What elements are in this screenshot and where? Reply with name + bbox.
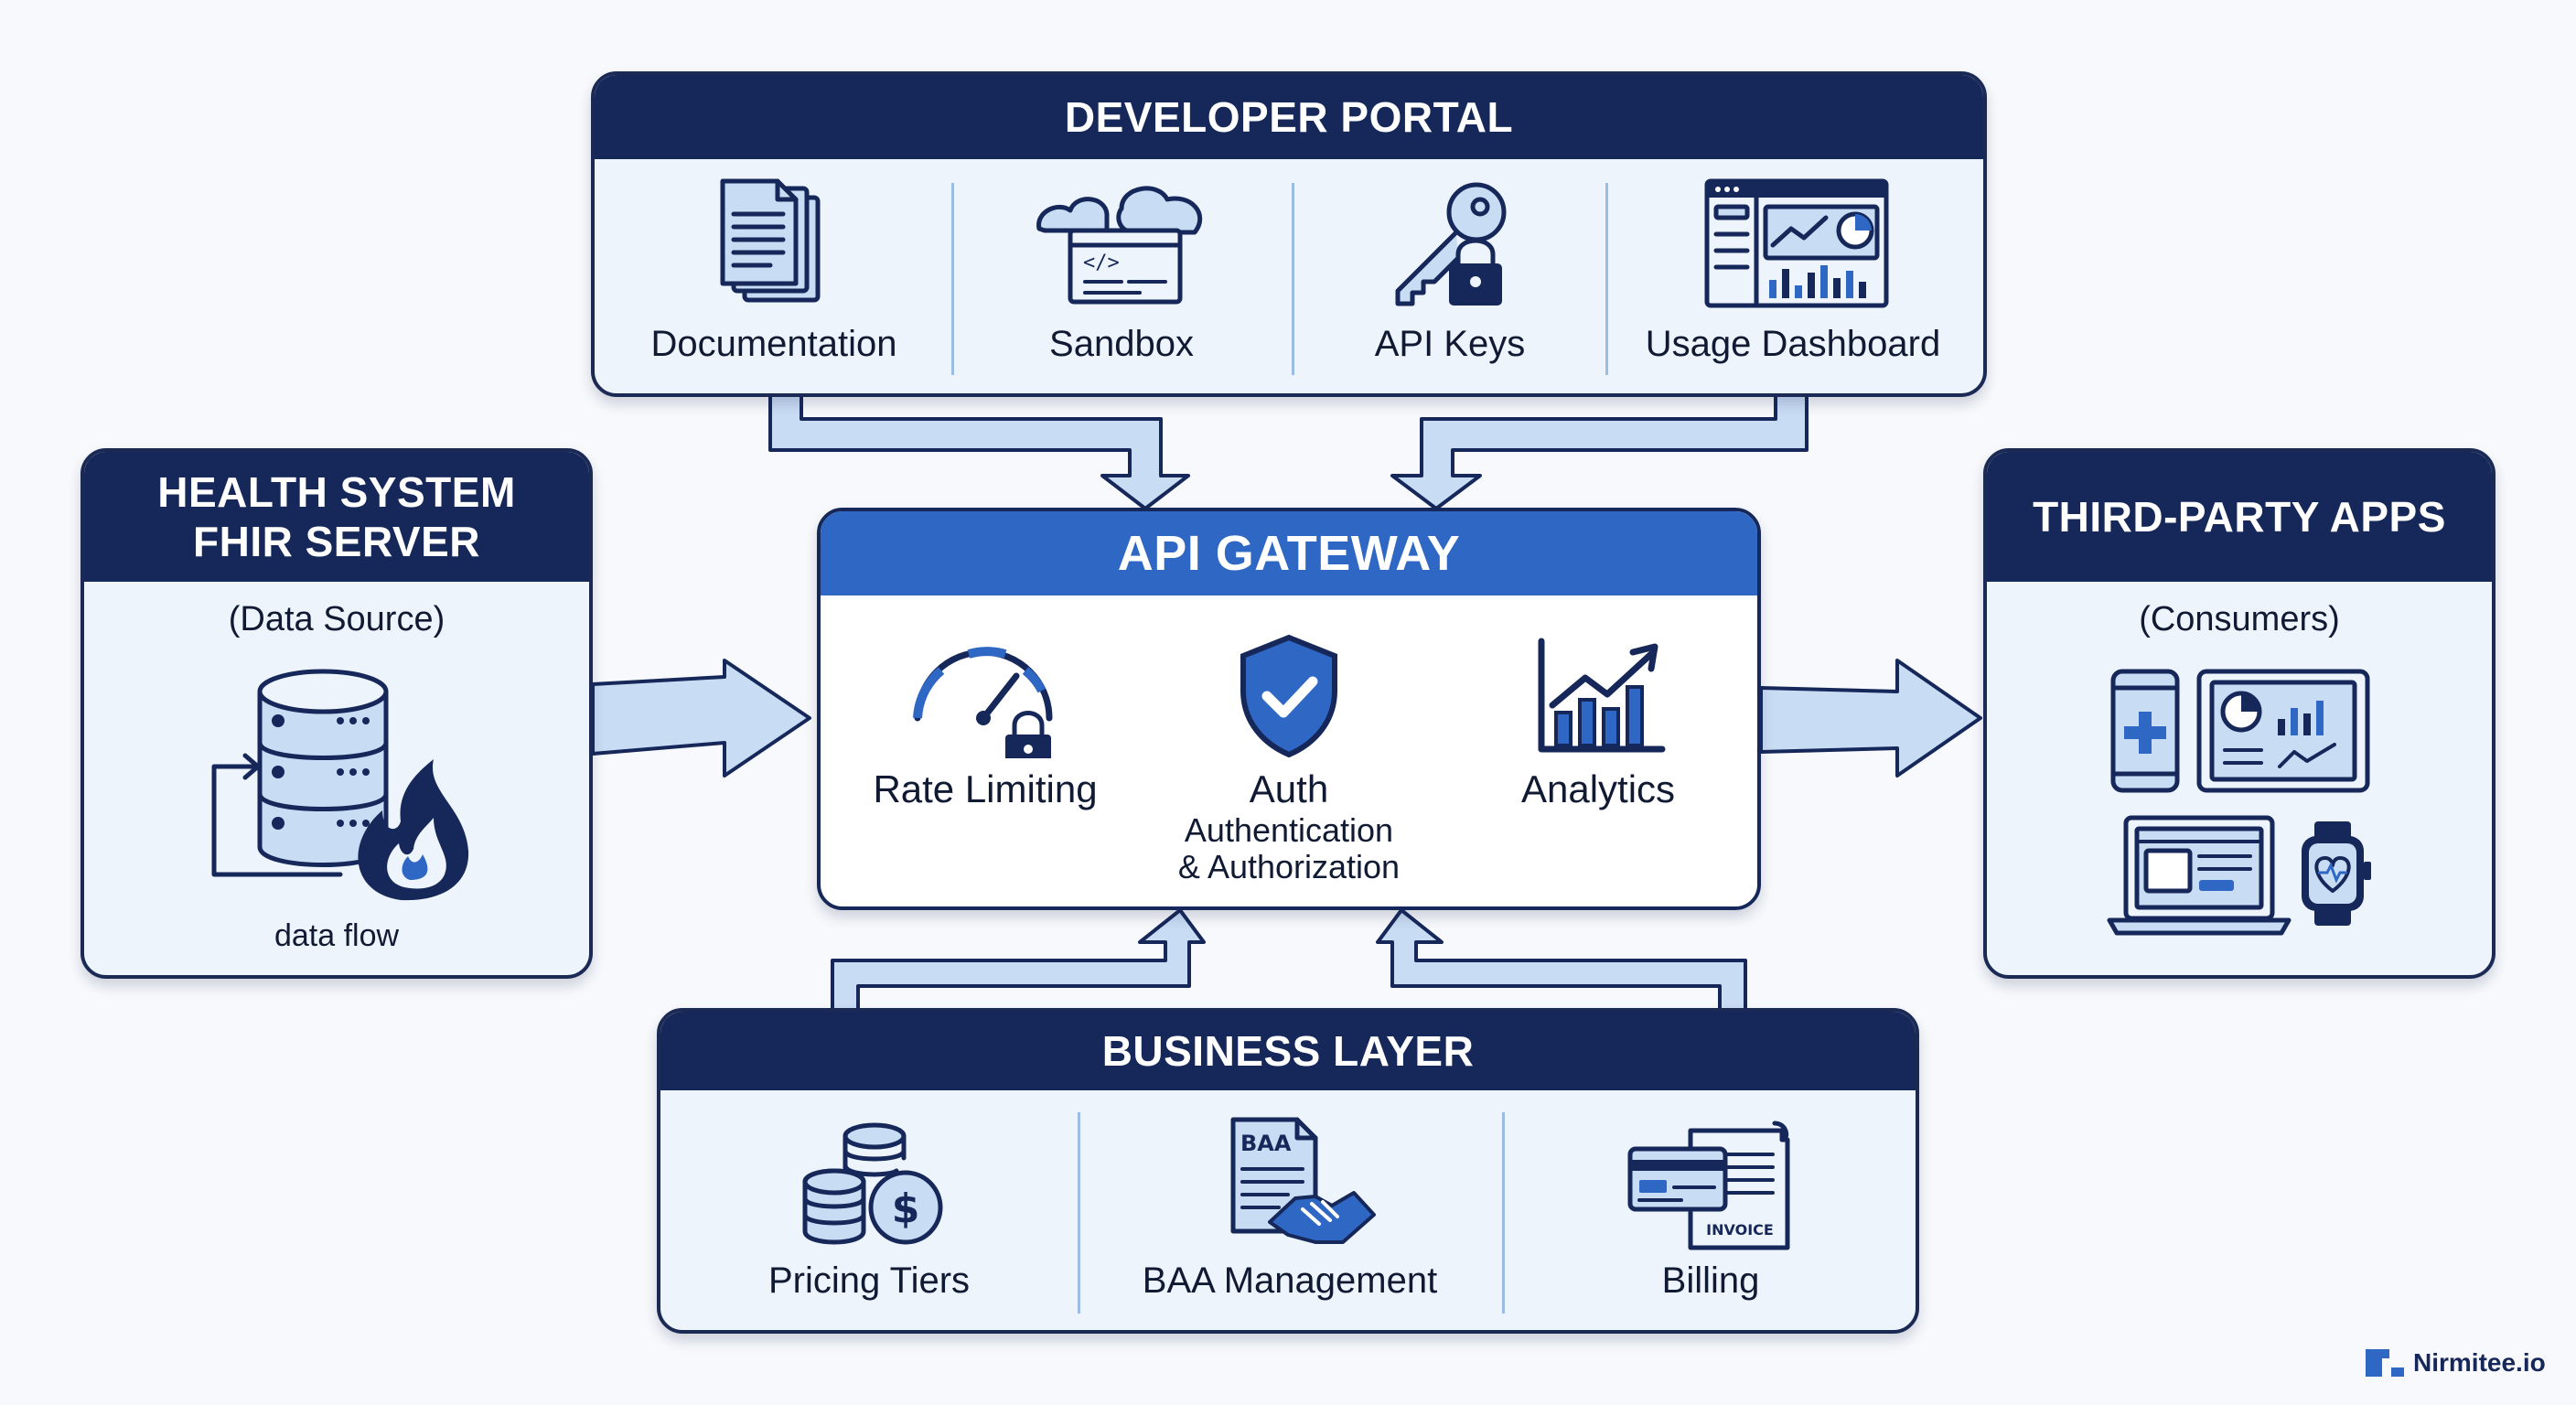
data-flow-label: data flow <box>274 918 400 953</box>
api-keys-label: API Keys <box>1374 324 1526 364</box>
authentication-label: Authentication <box>1184 811 1394 849</box>
nirmitee-logo-icon <box>2366 1349 2404 1377</box>
rate-limiting-label: Rate Limiting <box>873 767 1098 810</box>
devices-icon <box>2107 669 2371 936</box>
bar-chart-trend-icon <box>1538 638 1666 753</box>
portal-to-gateway-arrow-right <box>1390 390 1809 510</box>
fhir-title-line1: HEALTH SYSTEM <box>157 468 516 516</box>
brand-logo: Nirmitee.io <box>2364 1345 2556 1381</box>
analytics-label: Analytics <box>1520 767 1676 810</box>
business-to-gateway-arrow-left <box>831 908 1206 1013</box>
third-party-apps-panel: THIRD-PARTY APPS (Consumers) <box>1983 448 2496 979</box>
billing-label: Billing <box>1661 1260 1760 1301</box>
fhir-server-title: HEALTH SYSTEM FHIR SERVER <box>84 452 589 582</box>
documentation-label: Documentation <box>650 324 897 364</box>
speedometer-lock-icon <box>913 647 1053 758</box>
divider <box>1078 1112 1080 1314</box>
divider <box>1502 1112 1505 1314</box>
business-layer-title: BUSINESS LAYER <box>660 1012 1916 1090</box>
svg-text:</>: </> <box>1083 252 1120 274</box>
dashboard-icon <box>1704 178 1889 308</box>
pricing-tiers-label: Pricing Tiers <box>767 1260 971 1301</box>
developer-portal-panel: DEVELOPER PORTAL Documentation </> Sandb… <box>591 71 1987 397</box>
baa-management-label: BAA Management <box>1142 1260 1438 1301</box>
consumers-label: (Consumers) <box>2139 600 2340 638</box>
cloud-code-icon: </> <box>1036 186 1203 305</box>
usage-dashboard-label: Usage Dashboard <box>1645 324 1941 364</box>
api-gateway-panel: API GATEWAY Rate Limiting Auth Authentic… <box>817 508 1761 910</box>
coins-dollar-icon: $ <box>802 1122 943 1245</box>
shield-check-icon <box>1240 634 1337 758</box>
divider <box>1605 183 1608 375</box>
key-lock-icon <box>1395 182 1507 306</box>
baa-handshake-icon: BAA <box>1230 1117 1376 1244</box>
business-layer-panel: BUSINESS LAYER $ Pricing Tiers BAA BAA M… <box>657 1008 1919 1334</box>
database-flame-icon <box>211 669 469 901</box>
api-gateway-title: API GATEWAY <box>821 511 1757 595</box>
divider <box>951 183 954 375</box>
invoice-doc-text: INVOICE <box>1706 1221 1774 1239</box>
business-to-gateway-arrow-right <box>1376 908 1747 1013</box>
fhir-to-gateway-arrow <box>591 659 811 778</box>
data-source-label: (Data Source) <box>228 600 445 638</box>
svg-text:$: $ <box>892 1185 920 1232</box>
developer-portal-title: DEVELOPER PORTAL <box>595 75 1983 159</box>
auth-label: Auth <box>1249 767 1329 810</box>
documents-icon <box>720 178 821 303</box>
authorization-label: & Authorization <box>1177 848 1401 885</box>
sandbox-label: Sandbox <box>1049 324 1194 364</box>
third-party-title: THIRD-PARTY APPS <box>1987 452 2492 582</box>
baa-doc-text: BAA <box>1240 1131 1292 1156</box>
fhir-server-panel: HEALTH SYSTEM FHIR SERVER (Data Source) … <box>80 448 593 979</box>
gateway-to-apps-arrow <box>1759 659 1982 778</box>
brand-name: Nirmitee.io <box>2413 1348 2546 1377</box>
fhir-title-line2: FHIR SERVER <box>193 518 480 565</box>
divider <box>1292 183 1294 375</box>
portal-to-gateway-arrow-left <box>768 390 1190 510</box>
invoice-card-icon: INVOICE <box>1627 1121 1790 1250</box>
